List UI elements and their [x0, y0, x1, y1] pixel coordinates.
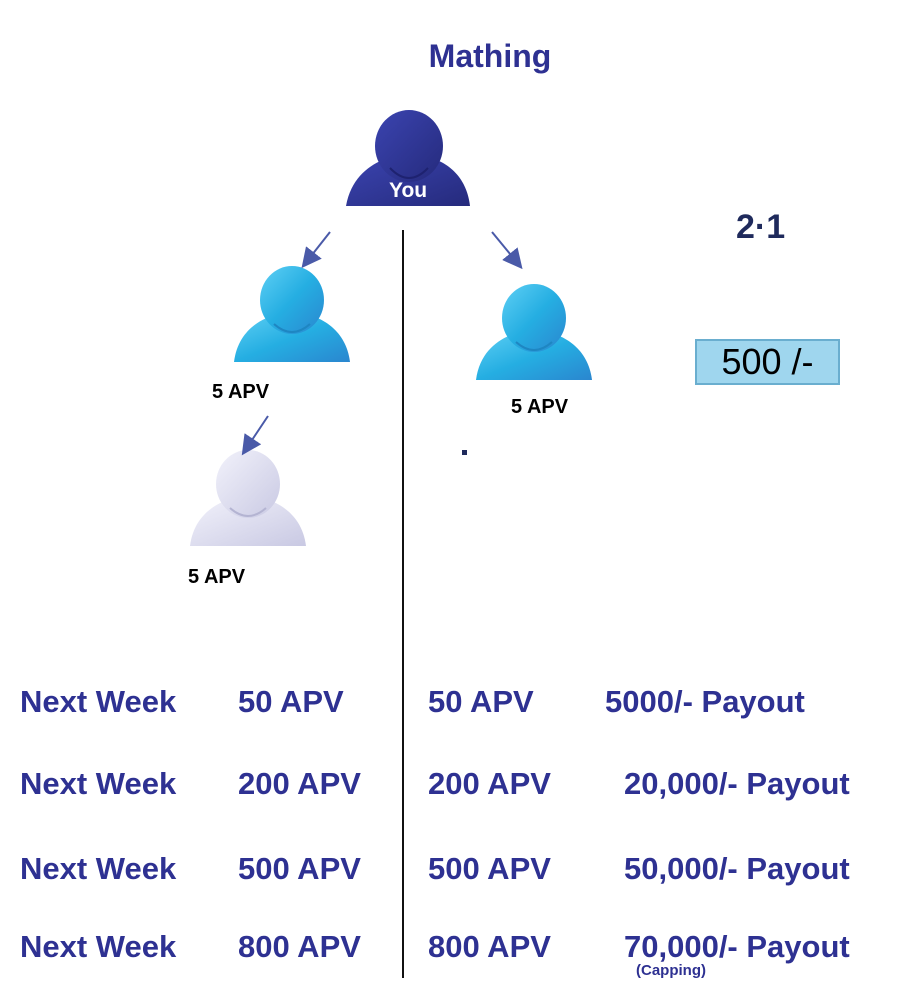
arrow-to-left-child [301, 231, 331, 269]
row-payout: 50,000/- Payout [624, 851, 850, 886]
left-child-apv-label: 5 APV [212, 381, 270, 403]
center-divider [402, 230, 404, 978]
dot-marker [462, 450, 467, 455]
row-payout: 70,000/- Payout [624, 929, 850, 964]
capping-note: (Capping) [636, 962, 706, 979]
row-payout: 20,000/- Payout [624, 766, 850, 801]
arrow-to-left-grandchild [241, 415, 269, 456]
row-right-apv: 500 APV [428, 851, 551, 886]
row-left-apv: 500 APV [238, 851, 361, 886]
right-child-person-icon [476, 284, 592, 380]
left-grandchild-person-icon [190, 450, 306, 546]
arrow-to-right-child [491, 231, 523, 270]
table-row: Next Week 800 APV 800 APV 70,000/- Payou… [0, 929, 900, 969]
ratio-label: 2·1 [736, 208, 786, 246]
row-left-apv: 200 APV [238, 766, 361, 801]
row-left-apv: 50 APV [238, 684, 344, 719]
amount-box: 500 /- [695, 339, 840, 385]
page-title: Mathing [428, 38, 552, 74]
row-right-apv: 50 APV [428, 684, 534, 719]
left-child-person-icon [234, 266, 350, 362]
table-row: Next Week 500 APV 500 APV 50,000/- Payou… [0, 851, 900, 891]
row-period: Next Week [20, 851, 177, 886]
right-child-apv-label: 5 APV [511, 396, 569, 418]
left-grandchild-apv-label: 5 APV [188, 566, 246, 588]
row-payout: 5000/- Payout [605, 684, 805, 719]
table-row: Next Week 50 APV 50 APV 5000/- Payout [0, 684, 900, 724]
root-person-label: You [389, 179, 428, 202]
row-right-apv: 200 APV [428, 766, 551, 801]
row-period: Next Week [20, 766, 177, 801]
row-period: Next Week [20, 929, 177, 964]
row-left-apv: 800 APV [238, 929, 361, 964]
row-period: Next Week [20, 684, 177, 719]
table-row: Next Week 200 APV 200 APV 20,000/- Payou… [0, 766, 900, 806]
root-person-icon [346, 110, 470, 206]
row-right-apv: 800 APV [428, 929, 551, 964]
